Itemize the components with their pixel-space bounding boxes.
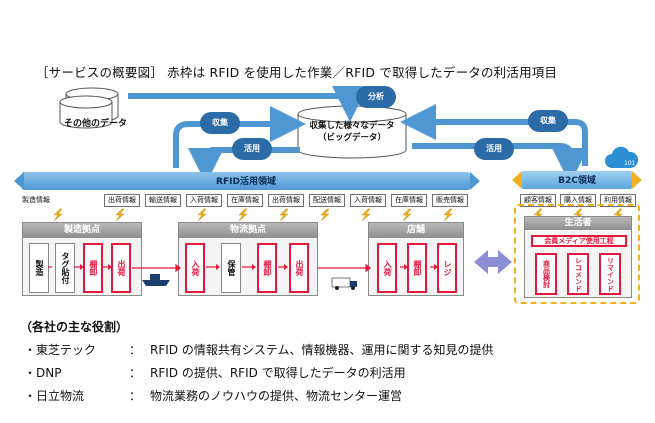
info-item-receiving: 入荷情報 bbox=[186, 194, 222, 207]
b2c-info-purchase: 購入情報 bbox=[560, 194, 596, 207]
logistics-site: 物流拠点 入荷 保管 棚卸 出荷 bbox=[178, 222, 318, 296]
info-item-inventory: 在庫情報 bbox=[227, 194, 263, 207]
b2c-domain-label: B2C領域 bbox=[558, 176, 596, 186]
role-colon: ： bbox=[128, 366, 141, 380]
b2c-info-customer: 顧客情報 bbox=[520, 194, 556, 207]
role-description: RFID の提供、RFID で取得したデータの利活用 bbox=[150, 366, 406, 380]
task-receive: 入荷 bbox=[377, 243, 397, 293]
roles-title: （各社の主な役割） bbox=[20, 320, 129, 334]
analyze-badge: 分析 bbox=[356, 86, 396, 108]
svg-text:101: 101 bbox=[624, 160, 636, 167]
task-tag-attach: タグ貼付 bbox=[55, 243, 75, 293]
info-item-manufacturing: 製造情報 bbox=[22, 196, 50, 204]
b2c-domain-arrowheads bbox=[512, 171, 642, 189]
info-item-shipping-2: 出荷情報 bbox=[268, 194, 304, 207]
info-item-receiving-2: 入荷情報 bbox=[350, 194, 386, 207]
logistics-site-title: 物流拠点 bbox=[179, 223, 317, 238]
bolt-icon bbox=[361, 208, 371, 222]
rfid-domain-label: RFID活用領域 bbox=[216, 177, 276, 187]
rfid-domain-bar: RFID活用領域 bbox=[22, 172, 470, 190]
task-manufacture: 製造 bbox=[29, 243, 49, 293]
b2c-info-usage: 利用情報 bbox=[600, 194, 636, 207]
role-row-hitachi: ・日立物流 ： 物流業務のノウハウの提供、物流センター運営 bbox=[24, 387, 402, 404]
use-left-badge: 活用 bbox=[232, 138, 272, 160]
task-ship: 出荷 bbox=[289, 243, 309, 293]
rfid-domain-arrowheads bbox=[14, 172, 480, 190]
manufacturing-site-title: 製造拠点 bbox=[23, 223, 141, 238]
info-item-inventory-2: 在庫情報 bbox=[391, 194, 427, 207]
collect-left-badge: 収集 bbox=[200, 112, 240, 134]
collect-right-badge: 収集 bbox=[528, 110, 568, 132]
manufacturing-site: 製造拠点 製造 タグ貼付 棚卸 出荷 bbox=[22, 222, 142, 296]
task-product-review: 商品検討 bbox=[535, 253, 557, 295]
diagram-caption: ［サービスの概要図］ 赤枠は RFID を使用した作業／RFID で取得したデー… bbox=[36, 65, 558, 80]
role-company: 東芝テック bbox=[36, 343, 97, 357]
task-ship: 出荷 bbox=[111, 243, 131, 293]
bolt-icon bbox=[320, 208, 330, 222]
role-colon: ： bbox=[128, 343, 141, 357]
task-stocktake: 棚卸 bbox=[83, 243, 103, 293]
task-recommend: レコメンド bbox=[567, 253, 589, 295]
task-stocktake: 棚卸 bbox=[257, 243, 277, 293]
bolt-icon bbox=[115, 208, 125, 222]
bolt-icon bbox=[197, 208, 207, 222]
role-company: DNP bbox=[36, 366, 62, 380]
ship-icon bbox=[142, 274, 170, 286]
role-description: RFID の情報共有システム、情報機器、運用に関する知見の提供 bbox=[150, 343, 494, 357]
store-site-title: 店舗 bbox=[369, 223, 463, 238]
member-media-process-label: 会員メディア使用工程 bbox=[531, 235, 627, 247]
info-item-delivery: 配送情報 bbox=[309, 194, 345, 207]
bolt-icon bbox=[402, 208, 412, 222]
big-data-label: 収集した様々なデータ （ビッグデータ） bbox=[292, 120, 412, 144]
truck-icon bbox=[331, 277, 357, 290]
bolt-icon bbox=[279, 208, 289, 222]
role-row-dnp: ・DNP ： RFID の提供、RFID で取得したデータの利活用 bbox=[24, 364, 406, 381]
task-receive: 入荷 bbox=[185, 243, 205, 293]
task-stocktake: 棚卸 bbox=[407, 243, 427, 293]
database-icon bbox=[59, 87, 119, 129]
other-data-label: その他のデータ bbox=[64, 119, 128, 129]
use-right-badge: 活用 bbox=[474, 138, 514, 160]
role-bullet: ・ bbox=[24, 366, 37, 380]
big-data-line2: （ビッグデータ） bbox=[317, 133, 386, 143]
consumer-site: 生活者 会員メディア使用工程 商品検討 レコメンド リマインド bbox=[524, 216, 632, 298]
task-remind: リマインド bbox=[599, 253, 621, 295]
store-site: 店舗 入荷 棚卸 レジ bbox=[368, 222, 464, 296]
role-bullet: ・ bbox=[24, 389, 37, 403]
role-description: 物流業務のノウハウの提供、物流センター運営 bbox=[150, 389, 403, 403]
role-company: 日立物流 bbox=[36, 389, 85, 403]
bidirectional-arrow-icon bbox=[474, 250, 512, 274]
role-bullet: ・ bbox=[24, 343, 37, 357]
bolt-icon bbox=[238, 208, 248, 222]
task-register: レジ bbox=[437, 243, 457, 293]
bolt-icon bbox=[443, 208, 453, 222]
role-colon: ： bbox=[128, 389, 141, 403]
big-data-line1: 収集した様々なデータ bbox=[309, 121, 395, 131]
info-item-shipping: 出荷情報 bbox=[104, 194, 140, 207]
b2c-domain-bar: B2C領域 bbox=[522, 171, 632, 189]
b2c-area-outline bbox=[514, 204, 640, 304]
role-row-toshiba: ・東芝テック ： RFID の情報共有システム、情報機器、運用に関する知見の提供 bbox=[24, 341, 493, 358]
consumer-site-title: 生活者 bbox=[525, 217, 631, 230]
info-item-sales: 販売情報 bbox=[432, 194, 468, 207]
task-storage: 保管 bbox=[221, 243, 241, 293]
info-item-transport: 輸送情報 bbox=[145, 194, 181, 207]
cloud-icon: 101 bbox=[605, 146, 638, 168]
bolt-icon bbox=[53, 208, 63, 222]
